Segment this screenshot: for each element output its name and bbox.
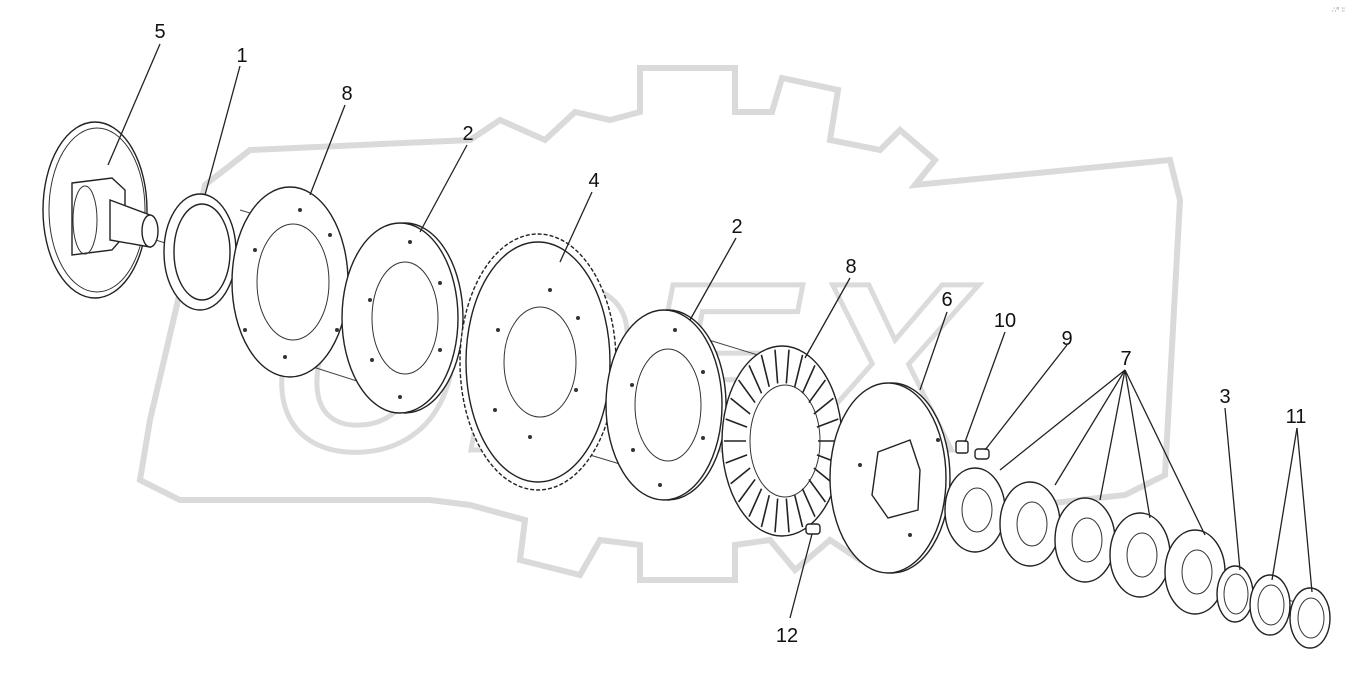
friction-segment-line <box>793 354 804 387</box>
part-6-keyed-disc <box>829 382 951 574</box>
callout-9: 9 <box>1061 328 1072 350</box>
part-2-plate-left <box>341 222 464 414</box>
friction-segment-line <box>730 397 751 415</box>
part-5-hub <box>42 121 159 299</box>
friction-segment-line <box>813 397 834 415</box>
friction-segment-line <box>774 498 779 533</box>
friction-segment-line <box>785 498 790 533</box>
part-7-washers <box>944 467 1226 615</box>
callout-10: 10 <box>994 310 1016 332</box>
friction-segment-line <box>725 454 748 464</box>
corner-mark: ∴⁰ ∶∶ <box>1332 6 1345 14</box>
part-12-pin <box>805 523 821 535</box>
friction-segment-line <box>793 495 804 528</box>
callout-4: 4 <box>588 170 599 192</box>
callout-7: 7 <box>1120 348 1131 370</box>
friction-segment-line <box>760 354 771 387</box>
part-1-ring <box>163 193 237 311</box>
part-10-nut <box>955 440 969 454</box>
friction-segment-line <box>816 418 839 428</box>
friction-segment-line <box>774 349 779 384</box>
callout-3: 3 <box>1219 386 1230 408</box>
part-4-sprocket <box>459 233 617 491</box>
friction-segment-line <box>801 488 816 518</box>
callout-labels: 5 1 8 2 4 2 8 6 10 9 7 3 11 12 <box>154 21 1306 647</box>
callout-12: 12 <box>776 625 798 647</box>
callout-2-right: 2 <box>731 216 742 238</box>
callout-1: 1 <box>236 45 247 67</box>
friction-segment-line <box>760 495 771 528</box>
callout-2-left: 2 <box>462 123 473 145</box>
part-9-bolt <box>974 448 990 460</box>
part-8-plate-left <box>231 186 349 378</box>
watermark-gear-outline <box>136 65 1184 583</box>
friction-segment-line <box>748 488 763 518</box>
friction-segment-line <box>748 364 763 394</box>
part-2-plate-right <box>605 309 727 501</box>
part-3-retaining-ring <box>1216 565 1254 623</box>
friction-segment-line <box>737 478 756 503</box>
callout-11: 11 <box>1286 406 1307 428</box>
part-11-slotted-nuts <box>1249 574 1331 649</box>
callout-8-right: 8 <box>845 256 856 278</box>
friction-segment-line <box>801 364 816 394</box>
friction-segment-line <box>785 349 790 384</box>
leader-lines <box>107 43 1313 619</box>
friction-segment-line <box>725 418 748 428</box>
callout-8-left: 8 <box>341 83 352 105</box>
friction-segment-line <box>730 467 751 485</box>
callout-6: 6 <box>941 289 952 311</box>
friction-segment-line <box>808 379 827 404</box>
part-8-friction-disc <box>721 345 843 537</box>
friction-segment-line <box>737 379 756 404</box>
friction-segment-line <box>808 478 827 503</box>
callout-5: 5 <box>154 21 165 43</box>
